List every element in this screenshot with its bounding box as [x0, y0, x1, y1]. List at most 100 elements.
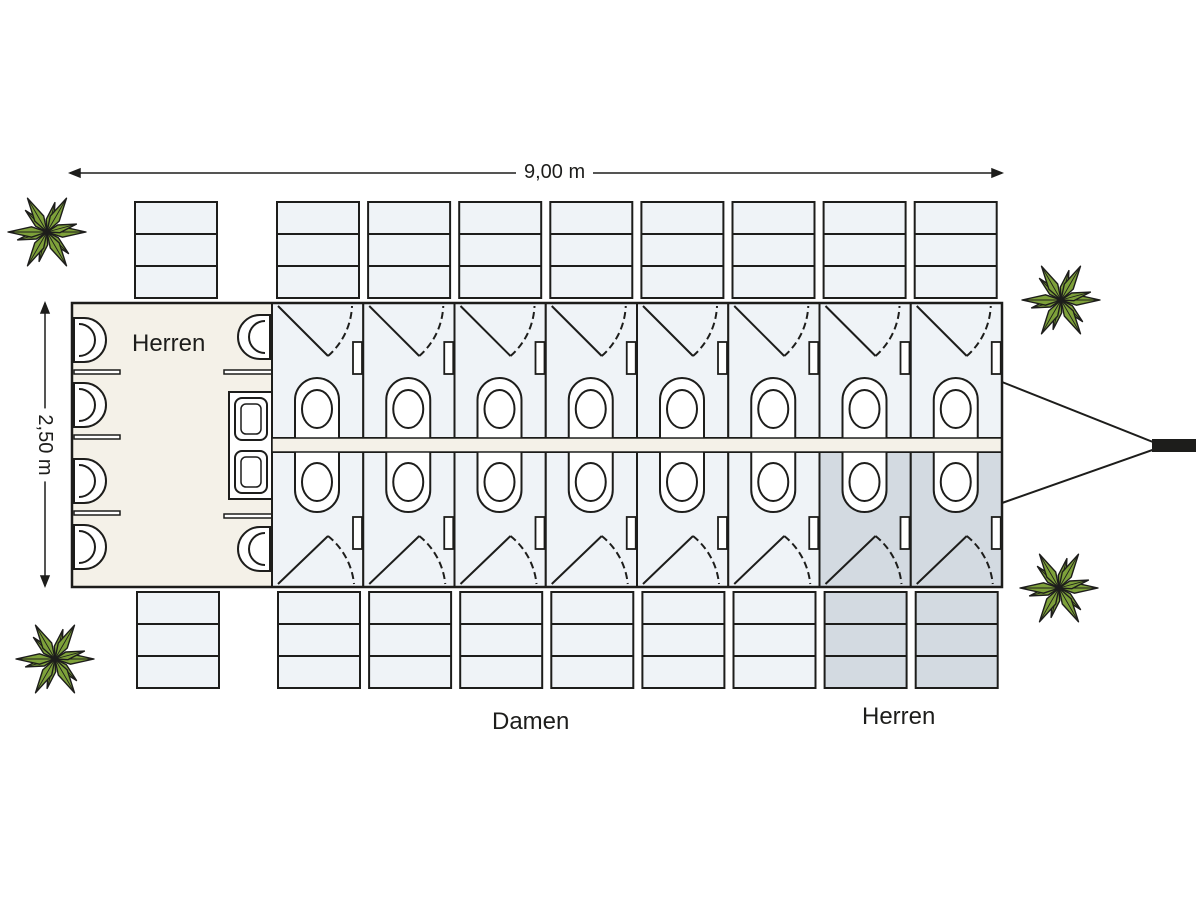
step-stack	[134, 201, 218, 299]
plant-icon	[7, 197, 87, 267]
toilet-icon	[932, 377, 979, 438]
plant-vein	[1039, 553, 1060, 589]
step-stack	[640, 201, 725, 299]
door-swing-icon	[824, 305, 901, 357]
width-dimension-label: 9,00 m	[516, 162, 594, 182]
step-stack-frame	[641, 591, 726, 689]
toilet-icon	[750, 377, 797, 438]
door-swing-icon	[459, 535, 538, 585]
door-handle	[443, 516, 455, 550]
plant-vein	[35, 658, 56, 694]
tow-hitch-icon	[1001, 381, 1196, 504]
urinal-icon	[73, 317, 107, 363]
toilet-icon	[841, 377, 888, 438]
door-handle	[899, 516, 911, 550]
plant-vein	[1058, 587, 1079, 623]
toilet-cabin	[727, 302, 821, 439]
step-stack-frame	[823, 591, 908, 689]
door-handle	[990, 341, 1002, 375]
toilet-icon	[567, 377, 614, 438]
step-stack-frame	[367, 201, 452, 299]
step-stack	[459, 591, 544, 689]
urinal-divider	[73, 510, 121, 516]
step-stack	[368, 591, 453, 689]
urinal-icon	[73, 458, 107, 504]
gents-cabins-label: Herren	[862, 703, 936, 730]
plant-vein	[35, 624, 56, 660]
toilet-icon	[841, 452, 888, 513]
door-swing-icon	[733, 305, 810, 357]
plant-vein	[1060, 291, 1091, 301]
toilet-cabin	[271, 302, 365, 439]
steps-top-row	[134, 201, 998, 299]
door-handle	[899, 341, 911, 375]
plant-vein	[46, 197, 67, 233]
depth-dimension-label: 2,50 m	[34, 408, 56, 482]
door-handle	[352, 341, 363, 375]
toilet-icon	[385, 452, 432, 513]
urinal-icon	[73, 524, 107, 570]
step-stack-frame	[732, 591, 817, 689]
door-handle	[717, 516, 728, 550]
door-handle	[352, 516, 363, 550]
step-stack	[277, 591, 361, 689]
step-stack	[914, 591, 999, 689]
step-stack-frame	[134, 201, 218, 299]
plant-icon	[15, 624, 95, 694]
toilet-cabin	[909, 302, 1003, 439]
plant-vein	[27, 197, 48, 233]
urinal-group	[73, 314, 273, 572]
door-handle	[534, 341, 546, 375]
step-stack-frame	[913, 201, 998, 299]
step-stack-frame	[458, 201, 543, 299]
door-swing-icon	[459, 305, 536, 357]
toilet-icon	[567, 452, 614, 513]
steps-bottom-row	[136, 591, 999, 689]
plant-vein	[54, 624, 75, 660]
toilet-cabin	[909, 451, 1003, 588]
plant-icon	[1021, 265, 1101, 335]
toilet-cabin	[636, 302, 730, 439]
door-swing-icon	[642, 535, 720, 585]
toilet-cabin	[636, 451, 730, 588]
step-stack	[823, 591, 908, 689]
door-swing-icon	[368, 305, 445, 357]
step-stack	[731, 201, 816, 299]
toilet-cabin	[727, 451, 821, 588]
step-stack-frame	[276, 201, 360, 299]
step-stack	[136, 591, 220, 689]
step-stack-frame	[549, 201, 634, 299]
step-stack-frame	[914, 591, 999, 689]
urinal-divider	[73, 434, 121, 440]
door-swing-icon	[733, 535, 812, 585]
door-handle	[534, 516, 546, 550]
door-swing-icon	[277, 535, 355, 585]
door-swing-icon	[824, 535, 903, 585]
urinal-icon	[237, 526, 271, 572]
urinal-divider	[73, 369, 121, 375]
door-handle	[717, 341, 728, 375]
step-stack	[550, 591, 635, 689]
toilet-cabin	[271, 451, 365, 588]
plant-group	[7, 197, 1101, 694]
plant-icon	[1019, 553, 1099, 623]
plant-vein	[46, 223, 77, 233]
door-swing-icon	[642, 305, 718, 357]
toilet-cabin	[453, 451, 547, 588]
plant-vein	[54, 658, 75, 694]
toilet-icon	[659, 377, 705, 438]
plant-vein	[46, 231, 67, 267]
step-stack	[641, 591, 726, 689]
toilet-cabin	[544, 451, 638, 588]
plant-vein	[1041, 299, 1062, 335]
toilet-icon	[659, 452, 705, 513]
step-stack	[367, 201, 452, 299]
step-stack-frame	[822, 201, 907, 299]
toilet-cabin	[818, 302, 912, 439]
toilet-icon	[750, 452, 797, 513]
door-swing-icon	[277, 305, 353, 357]
plant-vein	[27, 231, 48, 267]
step-stack-frame	[640, 201, 725, 299]
door-handle	[808, 341, 820, 375]
urinal-icon	[73, 382, 107, 428]
